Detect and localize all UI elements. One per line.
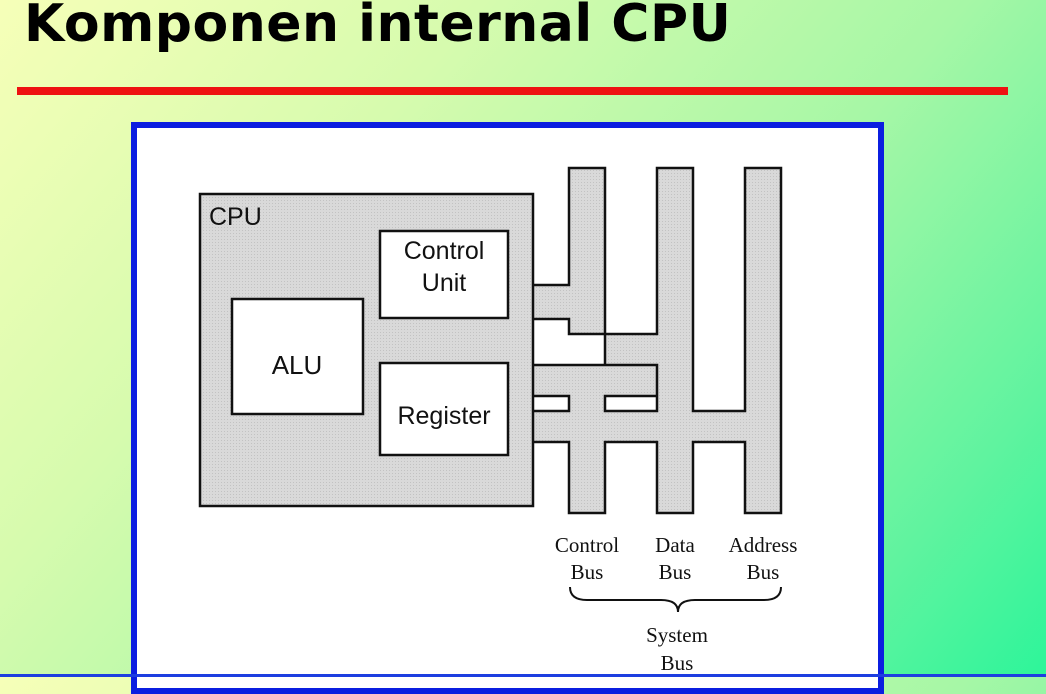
slide-title: Komponen internal CPU: [24, 0, 732, 54]
control-unit-label-line1: Control: [404, 237, 485, 265]
system-bus-label-line1: System: [646, 623, 708, 647]
cpu-label: CPU: [209, 203, 262, 231]
cpu-diagram: CPU Control Unit ALU Register Control Bu…: [198, 166, 798, 675]
system-bus-label-line2: Bus: [661, 651, 694, 675]
control-bus-label-line2: Bus: [571, 560, 604, 584]
register-block: [378, 361, 510, 457]
alu-block: [230, 297, 365, 416]
alu-label: ALU: [272, 350, 323, 380]
title-underline: [17, 87, 1008, 95]
control-bus-label-line1: Control: [555, 533, 619, 557]
diagram-frame: CPU Control Unit ALU Register Control Bu…: [131, 122, 884, 694]
data-bus-label-line1: Data: [655, 533, 695, 557]
address-bus-label-line2: Bus: [747, 560, 780, 584]
control-unit-label-line2: Unit: [422, 269, 467, 297]
system-bus-brace: [569, 586, 782, 613]
control-unit-block: [378, 229, 510, 320]
system-bus-shape: [527, 166, 783, 515]
data-bus-label-line2: Bus: [659, 560, 692, 584]
register-label: Register: [397, 402, 490, 430]
bottom-border-line: [0, 674, 1046, 677]
address-bus-label-line1: Address: [729, 533, 798, 557]
